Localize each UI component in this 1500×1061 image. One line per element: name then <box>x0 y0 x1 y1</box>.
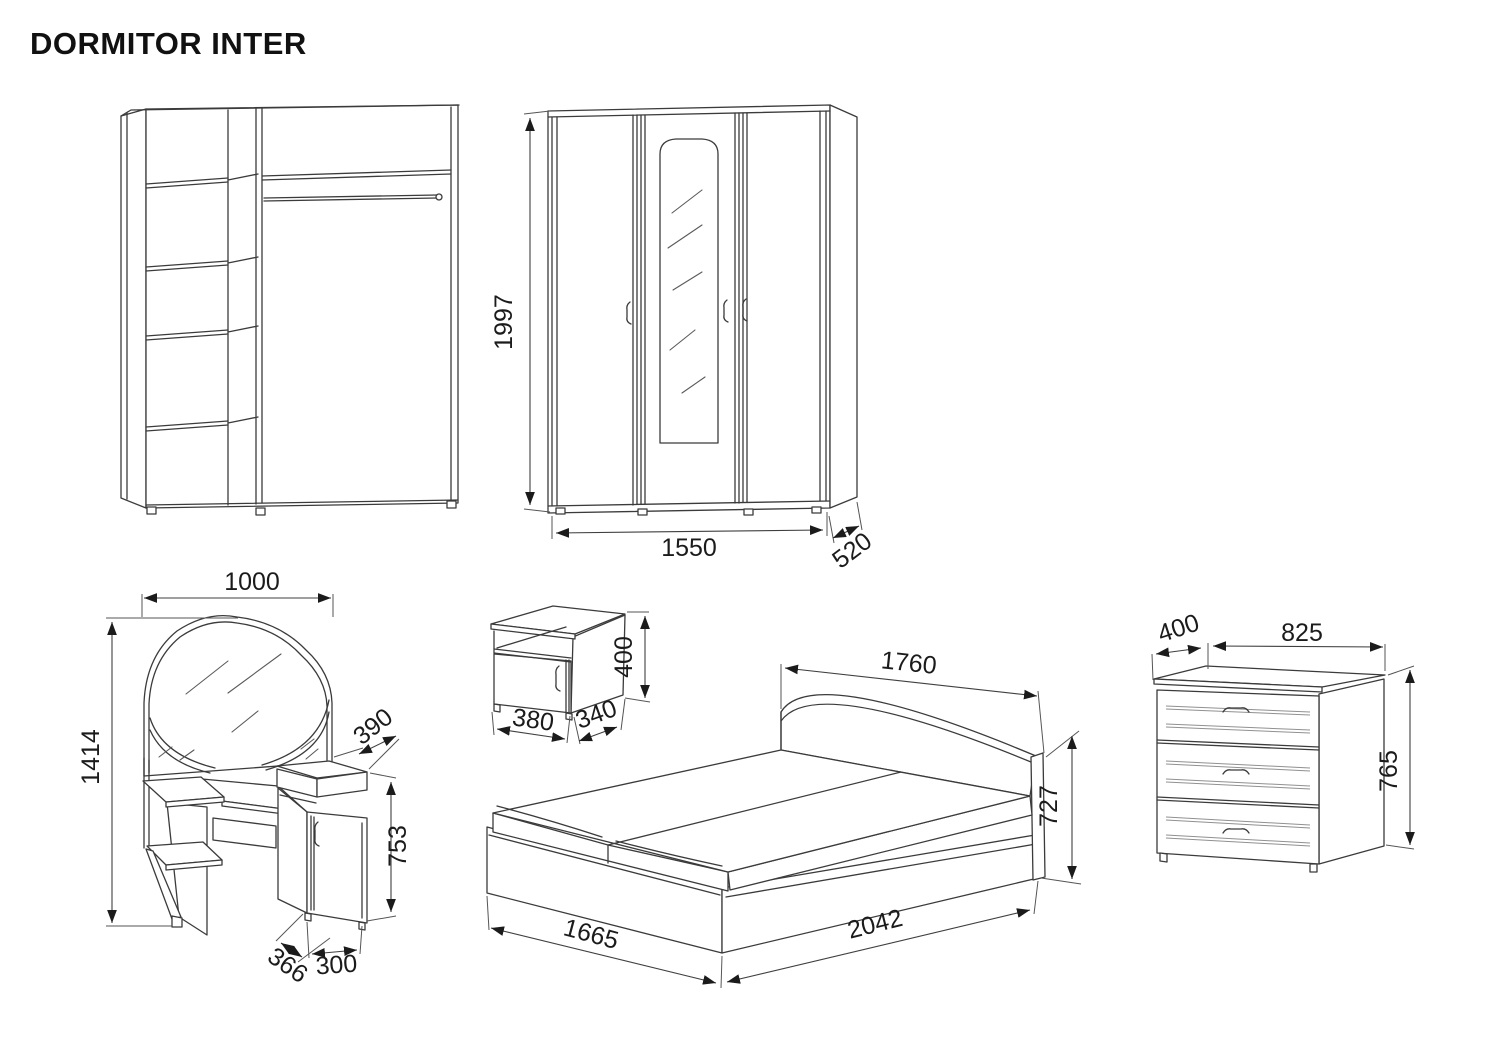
cabinet-front <box>306 811 368 924</box>
side-panel <box>120 108 147 509</box>
dim-vanity-cabinet-width: 300 <box>306 921 363 981</box>
dim-label-wardrobe-depth: 520 <box>827 527 877 574</box>
drawer-handle <box>1222 828 1250 834</box>
door-handle <box>555 665 561 692</box>
mattress-foot-face <box>492 812 729 892</box>
vanity-mirror <box>143 614 333 777</box>
wardrobe-body <box>547 104 831 514</box>
vanity-side-panel <box>166 802 208 936</box>
dim-label-vanity-cabinet-height: 753 <box>384 825 412 867</box>
feet <box>146 500 457 516</box>
dresser-front <box>1156 689 1320 865</box>
dim-bed-headboard-height: 727 <box>1035 730 1082 885</box>
vanity-apron <box>212 817 277 849</box>
dim-label-wardrobe-width: 1550 <box>661 534 717 562</box>
mattress-seam <box>607 771 902 846</box>
nightstand-drawing: 400 380 340 <box>490 605 651 745</box>
dim-dresser-height: 765 <box>1375 665 1415 850</box>
drawer-handle <box>1222 769 1250 775</box>
dim-vanity-cabinet-height: 753 <box>366 772 412 922</box>
dim-label-vanity-width: 1000 <box>224 568 280 596</box>
wardrobe-side <box>829 104 858 509</box>
mattress-top <box>492 749 1031 873</box>
door-handle <box>314 821 320 847</box>
dim-label-bed-headboard-height: 727 <box>1035 785 1063 827</box>
drawer-grooves <box>1165 705 1311 847</box>
dim-label-nightstand-width: 380 <box>511 703 556 737</box>
door-seams <box>551 110 827 507</box>
dim-label-dresser-depth: 400 <box>1154 609 1202 649</box>
door-handle <box>742 298 748 322</box>
feet <box>493 703 573 721</box>
dim-nightstand-width: 380 <box>491 703 571 744</box>
wardrobe-interior-drawing <box>120 104 460 516</box>
dim-vanity-height: 1414 <box>77 617 238 927</box>
door-handles <box>626 298 748 325</box>
mirror-glass-hatch <box>667 189 706 394</box>
cabinet-side <box>277 787 308 914</box>
dim-label-vanity-depth: 366 <box>262 942 312 989</box>
dim-label-bed-headboard-width: 1760 <box>880 646 938 680</box>
dim-label-vanity-height: 1414 <box>77 729 105 785</box>
top-shelf <box>261 169 452 181</box>
dim-label-vanity-cabinet-width: 300 <box>315 950 359 981</box>
dim-label-vanity-top-depth: 390 <box>348 703 398 751</box>
feet <box>1159 852 1318 873</box>
dim-bed-headboard-width: 1760 <box>780 646 1045 754</box>
dim-vanity-top-depth: 390 <box>333 703 400 770</box>
dim-wardrobe-width: 1550 <box>551 512 828 562</box>
wardrobe-front-drawing: 1997 1550 520 <box>490 104 877 574</box>
nightstand-front <box>493 653 572 714</box>
dim-label-dresser-height: 765 <box>1375 750 1403 792</box>
bed-drawing: 1760 727 1665 2042 <box>486 646 1082 989</box>
shelves <box>145 173 259 432</box>
mirror-door <box>659 138 719 444</box>
drawer-seams <box>1156 739 1320 809</box>
dim-nightstand-height: 400 <box>610 611 651 703</box>
dim-label-dresser-width: 825 <box>1281 619 1323 647</box>
door-handle <box>626 301 632 325</box>
feet <box>555 506 822 516</box>
vanity-leg <box>145 848 182 920</box>
page-title: DORMITOR INTER <box>30 26 307 61</box>
dresser-drawing: 400 825 765 <box>1151 609 1415 873</box>
hanging-rod <box>263 193 443 202</box>
dim-wardrobe-height: 1997 <box>490 110 551 513</box>
door-handle <box>723 299 729 323</box>
headboard-post <box>1030 752 1046 881</box>
dim-vanity-width: 1000 <box>141 568 334 617</box>
vanity-drawing: 1000 1414 390 753 <box>77 568 412 989</box>
dim-label-nightstand-height: 400 <box>610 636 638 678</box>
carcass-front <box>145 104 459 509</box>
dim-dresser-width: 825 <box>1212 619 1386 671</box>
drawer-handles <box>1222 707 1250 834</box>
dim-label-wardrobe-height: 1997 <box>490 294 518 350</box>
mirror-glass-hatch <box>158 653 319 761</box>
feet <box>304 912 366 931</box>
drawer-handle <box>1222 707 1250 713</box>
dim-wardrobe-depth: 520 <box>827 501 877 574</box>
nightstand-side <box>570 614 626 714</box>
